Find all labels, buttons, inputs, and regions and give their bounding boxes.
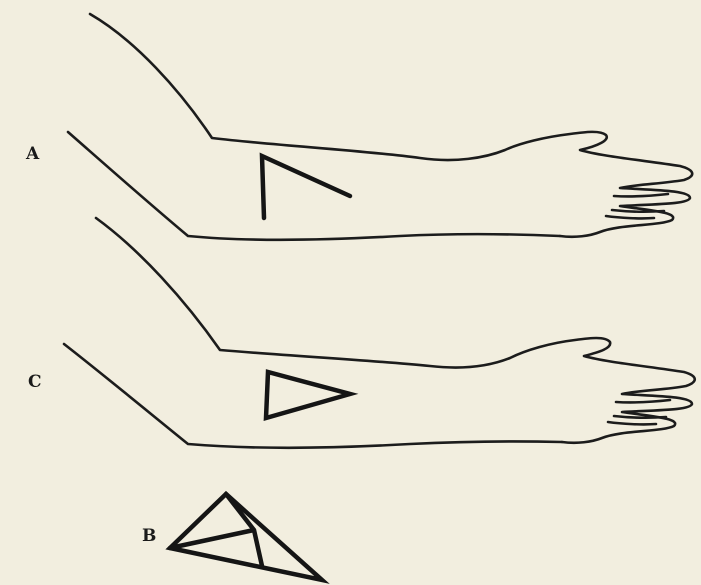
label-a: A <box>26 146 39 163</box>
arm-a-upper-contour <box>90 14 692 237</box>
label-c: C <box>28 374 42 391</box>
mark-c-triangle <box>266 372 350 418</box>
arm-c-lower-contour <box>64 344 562 448</box>
mark-a-angle <box>262 156 350 218</box>
arm-c-upper-contour <box>96 218 695 443</box>
label-b: B <box>142 528 156 545</box>
arm-c-outline <box>64 218 695 448</box>
triangle-b-outer <box>170 494 322 580</box>
arm-a-outline <box>68 14 692 240</box>
triangle-b <box>170 494 322 580</box>
